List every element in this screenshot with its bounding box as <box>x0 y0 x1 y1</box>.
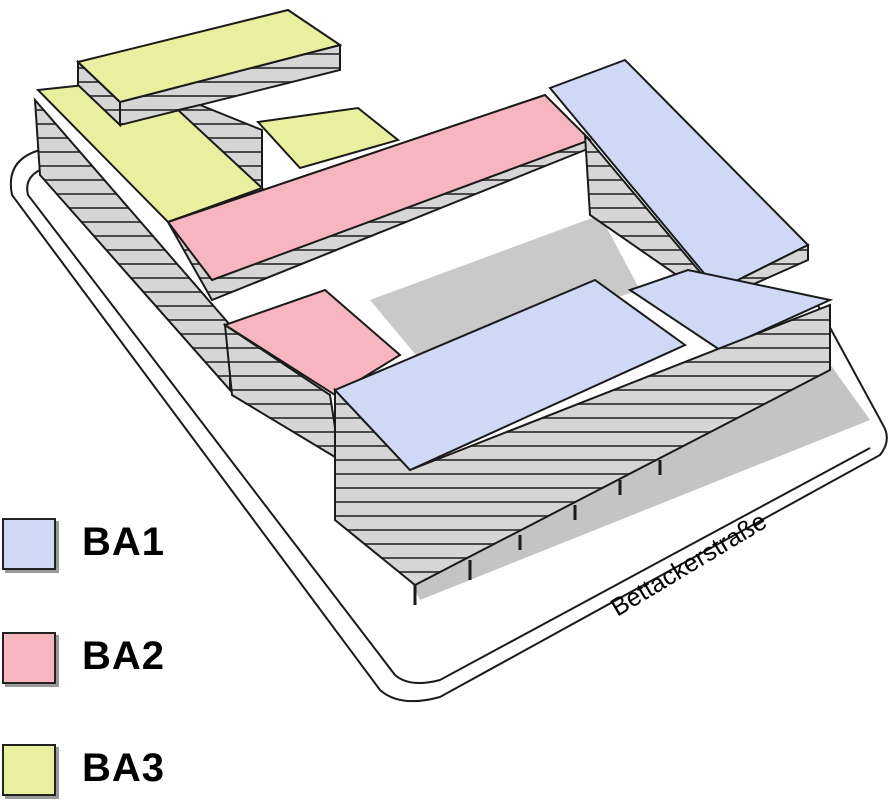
legend-label-ba2: BA2 <box>82 634 166 678</box>
site-boundary <box>9 149 888 703</box>
ba3-roof-top <box>75 8 343 104</box>
legend-swatch-ba3 <box>2 744 56 796</box>
pilotis-columns <box>413 460 662 605</box>
ba1-roof-front <box>333 278 687 472</box>
legend-label-ba3: BA3 <box>82 746 166 790</box>
inner-court-facade <box>175 103 263 191</box>
legend-swatch-ba2 <box>2 632 56 684</box>
ba3-roof-inner <box>255 106 401 170</box>
west-wing-facade <box>33 97 231 393</box>
ground-shadow <box>400 350 870 600</box>
legend-swatch-ba1 <box>2 518 56 570</box>
legend-item-ba2: BA2 <box>0 632 240 692</box>
legend-label-ba1: BA1 <box>82 520 166 564</box>
site-boundary-inner <box>26 169 871 685</box>
legend-item-ba1: BA1 <box>0 518 240 578</box>
ba1-roof-east-lower <box>627 268 834 352</box>
ba2-roof-lower <box>222 288 402 397</box>
legend-item-ba3: BA3 <box>0 744 240 804</box>
courtyard-shadow <box>370 215 640 360</box>
